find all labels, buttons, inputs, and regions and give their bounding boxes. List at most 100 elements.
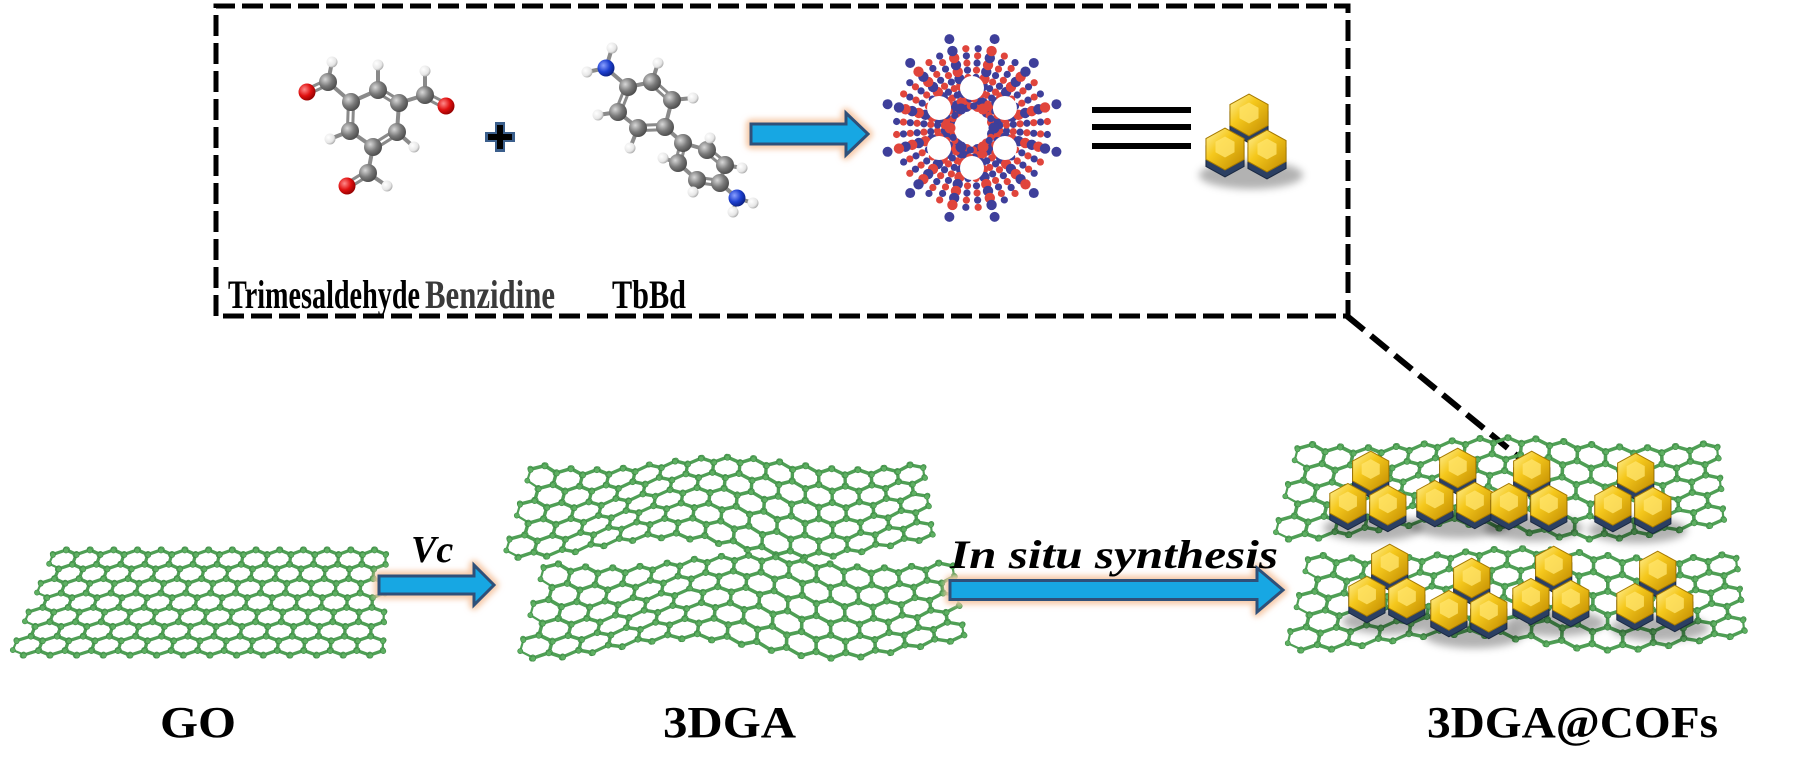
graphene-atom (1501, 468, 1508, 475)
framework-node (1030, 79, 1038, 87)
graphene-atom (589, 650, 596, 656)
graphene-atom (80, 633, 87, 640)
graphene-atom (828, 655, 835, 662)
graphene-atom (87, 580, 93, 587)
graphene-atom (1336, 613, 1343, 620)
framework-node (944, 34, 955, 45)
framework-node (938, 189, 947, 198)
graphene-atom (813, 649, 819, 656)
graphene-atom (58, 623, 65, 630)
framework-node (929, 183, 937, 192)
framework-node (1024, 165, 1033, 173)
framework-node (1002, 121, 1011, 129)
graphene-atom (117, 561, 124, 568)
graphene-atom (1689, 490, 1696, 496)
framework-node (936, 196, 944, 204)
graphene-atom (524, 477, 531, 484)
graphene-atom (1315, 576, 1322, 583)
graphene-atom (870, 604, 877, 611)
framework-node (893, 130, 901, 139)
graphene-atom (577, 587, 584, 594)
graphene-atom (644, 531, 651, 538)
trimesaldehyde-molecule (298, 56, 455, 195)
graphene-atom (1702, 462, 1709, 468)
graphene-atom (732, 557, 738, 564)
framework-pore (954, 113, 984, 143)
graphene-atom (841, 581, 847, 587)
graphene-atom (1322, 449, 1329, 456)
hexagon-facet (1603, 493, 1622, 514)
graphene-bonds (519, 553, 965, 660)
graphene-atom (567, 516, 574, 523)
graphene-atom (1705, 492, 1711, 499)
graphene-atom (144, 595, 151, 601)
graphene-atom (788, 513, 795, 520)
graphene-atom (503, 547, 510, 554)
graphene-atom (716, 541, 723, 548)
graphene-atom (776, 459, 783, 466)
graphene-atom (1341, 590, 1347, 597)
graphene-atom (658, 590, 665, 597)
graphene-atom (314, 652, 321, 659)
framework-node (991, 160, 1000, 168)
graphene-atom (1298, 647, 1305, 654)
framework-node (972, 182, 981, 190)
graphene-atom (207, 590, 214, 597)
graphene-atom (759, 558, 766, 565)
graphene-atom (1711, 620, 1718, 627)
graphene-atom (549, 638, 556, 645)
graphene-atom (302, 638, 309, 645)
graphene-atom (629, 479, 636, 486)
graphene-atom (678, 500, 684, 507)
graphene-atom (1740, 617, 1746, 624)
graphene-atom (658, 535, 665, 542)
graphene-atom (567, 466, 574, 473)
graphene-atom (855, 587, 862, 594)
graphene-atom (911, 584, 918, 591)
graphene-atom (1644, 445, 1651, 452)
framework-node (913, 129, 921, 137)
graphene-atom (815, 482, 822, 489)
graphene-atom (13, 638, 20, 645)
graphene-atom (282, 590, 289, 597)
graphene-atom (1519, 440, 1525, 447)
graphene-atom (1735, 566, 1741, 573)
framework-node (1043, 130, 1051, 139)
atom-h (687, 92, 699, 104)
graphene-atom (1694, 607, 1701, 614)
framework-node (938, 58, 947, 67)
graphene-atom (39, 638, 46, 645)
graphene-atom (898, 508, 905, 515)
graphene-atom (1344, 578, 1351, 585)
graphene-atom (646, 461, 653, 468)
graphene-atom (815, 549, 822, 556)
graphene-atom (575, 647, 582, 654)
graphene-atom (263, 633, 270, 640)
graphene-atom (790, 467, 796, 473)
graphene-atom (844, 547, 851, 554)
graphene-atom (1291, 457, 1298, 464)
graphene-atom (830, 553, 837, 560)
graphene-atom (619, 643, 626, 650)
graphene-atom (1742, 628, 1748, 634)
atom-h (704, 132, 716, 144)
graphene-atom (276, 547, 283, 554)
framework-node (937, 76, 945, 84)
framework-node (1036, 90, 1044, 98)
framework-node (947, 199, 958, 211)
graphene-atom (149, 619, 156, 626)
graphene-atom (593, 467, 600, 474)
atom-c (674, 134, 692, 152)
framework-node (941, 65, 950, 73)
graphene-atom (201, 619, 207, 626)
graphene-atom (948, 638, 954, 645)
graphene-atom (842, 616, 848, 623)
graphene-atom (1706, 570, 1712, 576)
graphene-atom (171, 638, 178, 645)
graphene-atom (37, 580, 44, 587)
graphene-atom (1337, 444, 1344, 451)
graphene-atom (1350, 450, 1357, 457)
graphene-atom (899, 602, 905, 608)
framework-node (953, 91, 961, 99)
graphene-atom (545, 650, 552, 657)
